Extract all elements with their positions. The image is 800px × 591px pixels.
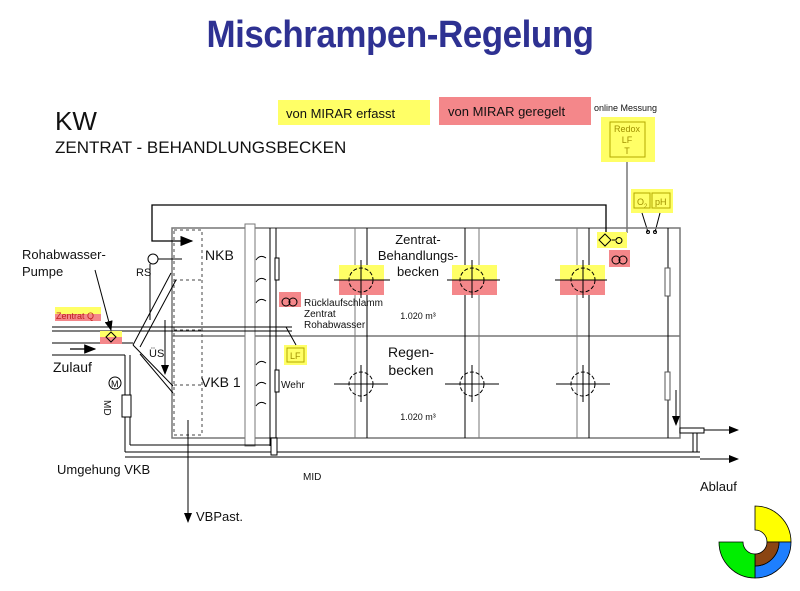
label-vbpast: VBPast. bbox=[196, 509, 243, 524]
label-basin2-volume: 1.020 m³ bbox=[400, 412, 436, 422]
blower-icon-top bbox=[609, 250, 630, 267]
label-basin2-line2: becken bbox=[388, 362, 433, 378]
svg-text:2: 2 bbox=[644, 204, 648, 210]
label-nkb: NKB bbox=[205, 247, 234, 263]
label-md: MD bbox=[101, 400, 112, 416]
motor-icon: M bbox=[111, 379, 119, 389]
label-mid: MID bbox=[303, 472, 321, 483]
label-zulauf: Zulauf bbox=[53, 359, 92, 375]
company-logo bbox=[718, 505, 792, 579]
label-pump-line1: Rohabwasser- bbox=[22, 247, 106, 262]
aerator-3 bbox=[555, 260, 607, 298]
sensor-t: T bbox=[624, 146, 630, 156]
label-zentrat: Zentrat bbox=[304, 309, 336, 320]
label-rs: RS bbox=[136, 267, 151, 279]
aerator-1 bbox=[334, 260, 390, 298]
lf-sensor: LF bbox=[284, 345, 307, 365]
legend-controlled: von MIRAR geregelt bbox=[439, 97, 591, 125]
sensor-ph: pH bbox=[655, 197, 667, 207]
label-zentrat-q: Zentrat Q bbox=[56, 311, 94, 321]
label-wehr: Wehr bbox=[281, 380, 305, 391]
online-sensor-box: Redox LF T bbox=[601, 117, 655, 162]
label-basin1-line3: becken bbox=[397, 264, 439, 279]
label-ablauf: Ablauf bbox=[700, 479, 737, 494]
online-measurement-label: online Messung bbox=[594, 103, 657, 113]
sensor-lf: LF bbox=[622, 135, 633, 145]
legend-captured-label: von MIRAR erfasst bbox=[286, 106, 395, 121]
legend-captured: von MIRAR erfasst bbox=[278, 100, 430, 125]
aerator-2 bbox=[447, 260, 500, 298]
o2-ph-sensor: O 2 pH bbox=[631, 189, 673, 213]
plant-code: KW bbox=[55, 106, 97, 136]
sensor-o2: O bbox=[637, 197, 644, 207]
label-pump-line2: Pumpe bbox=[22, 264, 63, 279]
sensor-redox: Redox bbox=[614, 124, 641, 134]
label-basin2-line1: Regen- bbox=[388, 344, 434, 360]
lower-aerators bbox=[334, 365, 610, 402]
legend-controlled-label: von MIRAR geregelt bbox=[448, 104, 565, 119]
pump-icon-top bbox=[597, 232, 627, 248]
label-ruecklauf: Rücklaufschlamm bbox=[304, 298, 383, 309]
zentrat-q-flow: Zentrat Q bbox=[55, 307, 101, 321]
label-vkb1: VKB 1 bbox=[201, 374, 241, 390]
blower-icon bbox=[279, 292, 301, 307]
sensor-lf-label: LF bbox=[290, 351, 301, 361]
label-umgehung: Umgehung VKB bbox=[57, 462, 150, 477]
label-us: ÜS bbox=[149, 348, 164, 360]
rohabwasser-pump-icon bbox=[100, 331, 122, 344]
label-basin1-line2: Behandlungs- bbox=[378, 248, 458, 263]
diagram-subtitle: ZENTRAT - BEHANDLUNGSBECKEN bbox=[55, 138, 346, 157]
label-basin1-volume: 1.020 m³ bbox=[400, 311, 436, 321]
label-basin1-line1: Zentrat- bbox=[395, 232, 441, 247]
page-title: Mischrampen-Regelung bbox=[206, 14, 594, 56]
label-rohabwasser: Rohabwasser bbox=[304, 320, 366, 331]
